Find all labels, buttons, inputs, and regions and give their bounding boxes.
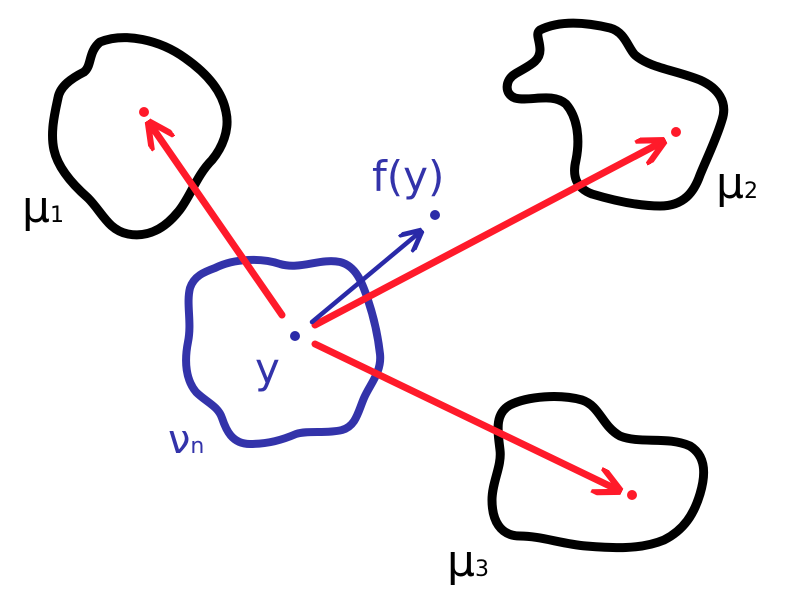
label-y: y bbox=[255, 344, 280, 393]
label-mu2: μ2 bbox=[716, 162, 758, 206]
point-mu1 bbox=[139, 107, 149, 117]
label-mu1-base: μ bbox=[22, 182, 50, 233]
label-mu1-sub: 1 bbox=[50, 203, 64, 228]
blob-mu1 bbox=[48, 33, 232, 240]
blob-nu-n bbox=[182, 255, 385, 448]
arrow-to-mu2 bbox=[311, 142, 662, 329]
blob-mu2 bbox=[502, 18, 729, 211]
label-mu2-base: μ bbox=[716, 158, 744, 209]
blob-mu3 bbox=[487, 392, 709, 553]
point-fy bbox=[430, 210, 440, 220]
label-nu-n-sub: n bbox=[190, 434, 205, 459]
point-mu3 bbox=[627, 490, 637, 500]
label-fy: f(y) bbox=[372, 152, 445, 201]
label-mu1: μ1 bbox=[22, 186, 64, 230]
point-mu2 bbox=[671, 127, 681, 137]
label-nu-n: νn bbox=[168, 420, 204, 460]
label-mu3: μ3 bbox=[447, 540, 489, 584]
label-mu2-sub: 2 bbox=[744, 179, 758, 204]
label-mu3-sub: 3 bbox=[475, 557, 489, 582]
arrow-to-mu1 bbox=[150, 124, 286, 319]
arrow-to-fy bbox=[309, 232, 420, 325]
arrow-to-mu3 bbox=[311, 340, 618, 490]
point-y bbox=[290, 331, 300, 341]
label-mu3-base: μ bbox=[447, 536, 475, 587]
label-nu-n-base: ν bbox=[168, 417, 191, 463]
